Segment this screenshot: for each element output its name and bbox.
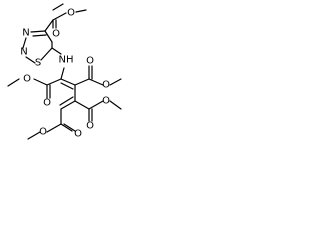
bond [32, 34, 47, 37]
bond [27, 131, 41, 140]
atom-label-o: O [102, 80, 110, 91]
bond [46, 78, 62, 86]
bond [51, 47, 62, 55]
bond [74, 100, 90, 110]
bond [109, 100, 122, 110]
bond [40, 47, 53, 61]
bond [44, 19, 54, 32]
bond [59, 96, 74, 106]
atom-label-n: N [20, 47, 27, 58]
atom-label-o: O [86, 56, 94, 67]
bond [88, 78, 104, 86]
atom-label-nh: NH [59, 55, 74, 66]
bond [60, 123, 73, 132]
bond [74, 78, 90, 86]
atom-label-o: O [102, 96, 110, 107]
bond [60, 100, 76, 110]
bond [46, 123, 62, 133]
atom-label-s: S [35, 58, 41, 69]
bond [25, 56, 36, 64]
atom-label-o: O [86, 121, 94, 132]
bond [7, 78, 20, 87]
structure-drawing: O O N N S NH O O O O O O O O [7, 3, 122, 140]
bond [33, 78, 48, 86]
bond [63, 123, 76, 132]
bonds [7, 3, 122, 140]
bond [22, 37, 27, 49]
atom-label-o: O [74, 129, 82, 140]
atom-label-o: O [43, 98, 51, 109]
atom-label-o: O [39, 127, 47, 138]
bond [60, 78, 76, 86]
bond [75, 9, 87, 13]
bond [52, 3, 64, 11]
atom-label-o: O [23, 74, 31, 85]
atom-label-n: N [22, 28, 29, 39]
bond [60, 82, 74, 90]
bond [109, 78, 122, 86]
bond [60, 67, 65, 80]
atom-label-o: O [67, 8, 75, 19]
atom-labels: O O N N S NH O O O O O O O O [20, 8, 110, 140]
bond [88, 100, 104, 110]
atom-label-o: O [52, 29, 60, 40]
bond [44, 30, 53, 43]
molecule-canvas: O O N N S NH O O O O O O O O [0, 0, 127, 159]
bond [52, 12, 67, 21]
bond [30, 30, 46, 33]
